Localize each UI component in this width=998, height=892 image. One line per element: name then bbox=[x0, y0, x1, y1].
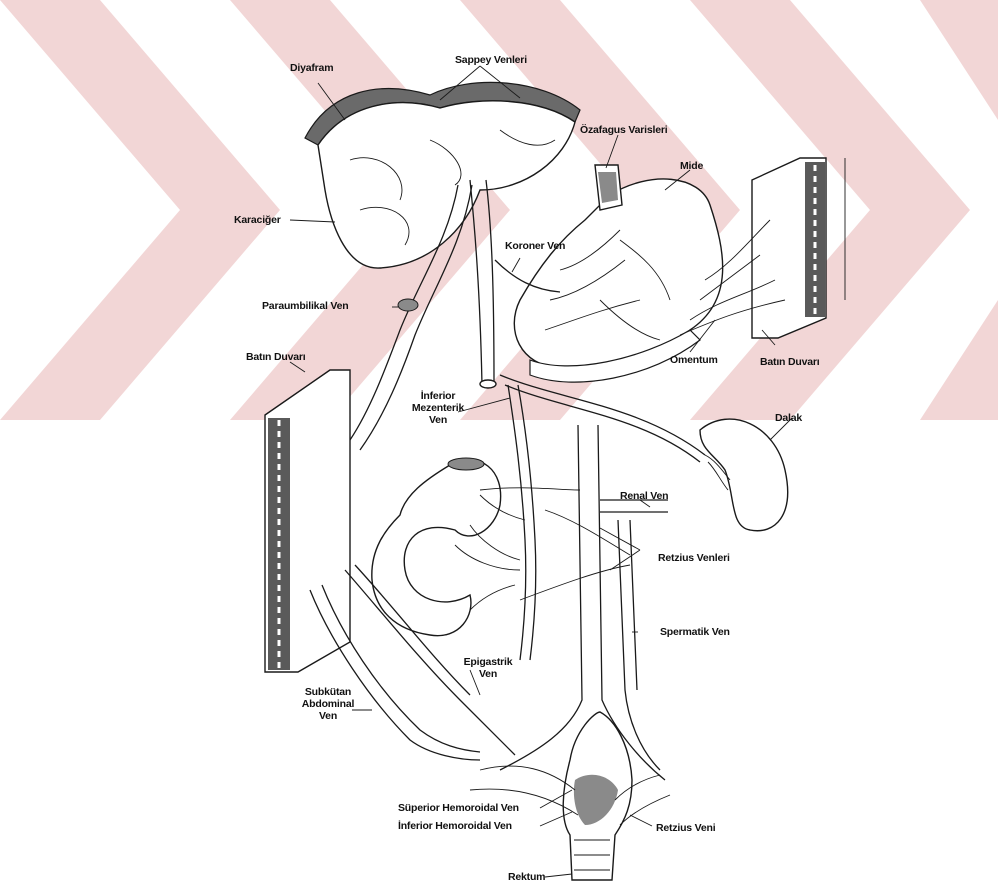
label-renal-ven: Renal Ven bbox=[620, 490, 668, 502]
label-batin-duvari-right: Batın Duvarı bbox=[760, 356, 819, 368]
small-intestine bbox=[372, 460, 501, 636]
label-diyafram: Diyafram bbox=[290, 62, 333, 74]
label-paraumbilikal-ven: Paraumbilikal Ven bbox=[262, 300, 348, 312]
label-ozofagus-varisleri: Özafagus Varisleri bbox=[580, 124, 667, 136]
label-mide: Mide bbox=[680, 160, 703, 172]
retzius-veins bbox=[480, 488, 630, 600]
left-abdominal-wall bbox=[265, 370, 350, 672]
label-retzius-venleri: Retzius Venleri bbox=[658, 552, 730, 564]
label-retzius-veni: Retzius Veni bbox=[656, 822, 715, 834]
label-inferior-mezenterik-ven: İnferior Mezenterik Ven bbox=[408, 390, 468, 426]
label-batin-duvari-left: Batın Duvarı bbox=[246, 351, 305, 363]
label-epigastrik-ven: Epigastrik Ven bbox=[458, 656, 518, 680]
label-inferior-hemoroidal-ven: İnferior Hemoroidal Ven bbox=[398, 820, 512, 832]
label-superior-hemoroidal-ven: Süperior Hemoroidal Ven bbox=[398, 802, 519, 814]
label-karaciger: Karaciğer bbox=[234, 214, 281, 226]
label-sappey-venleri: Sappey Venleri bbox=[455, 54, 527, 66]
label-dalak: Dalak bbox=[775, 412, 802, 424]
inferior-mesenteric-vein bbox=[508, 385, 536, 660]
label-rektum: Rektum bbox=[508, 871, 545, 883]
label-subkutan-abdominal-ven: Subkütan Abdominal Ven bbox=[298, 686, 358, 722]
label-omentum: Omentum bbox=[670, 354, 718, 366]
label-spermatik-ven: Spermatik Ven bbox=[660, 626, 730, 638]
spermatic-vein bbox=[618, 520, 660, 770]
label-koroner-ven: Koroner Ven bbox=[505, 240, 565, 252]
